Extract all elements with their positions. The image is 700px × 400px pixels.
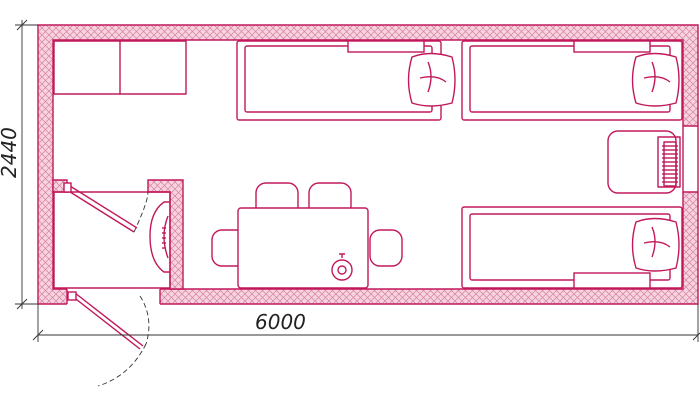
width-label: 6000 — [255, 310, 306, 334]
entrance-door — [67, 291, 150, 387]
washroom — [53, 182, 171, 289]
kitchen-counter — [53, 40, 187, 95]
bed-top-right — [461, 40, 683, 121]
chair — [369, 229, 403, 267]
window-opening — [682, 126, 699, 192]
radiator — [662, 141, 678, 187]
pillow-icon — [631, 217, 680, 272]
height-label: 2440 — [0, 127, 21, 178]
bed-bottom-right — [461, 206, 683, 289]
door-opening — [67, 288, 160, 306]
dimension-height: 2440 — [0, 19, 38, 310]
window-frame — [682, 125, 699, 193]
washbasin — [149, 201, 170, 273]
bed-top-left — [236, 40, 456, 121]
dining-table — [211, 182, 403, 289]
interior-door — [63, 182, 149, 233]
pillow-icon — [407, 52, 456, 107]
dimension-width: 6000 — [32, 304, 700, 342]
pillow-icon — [631, 52, 680, 107]
kettle-icon — [331, 253, 353, 281]
